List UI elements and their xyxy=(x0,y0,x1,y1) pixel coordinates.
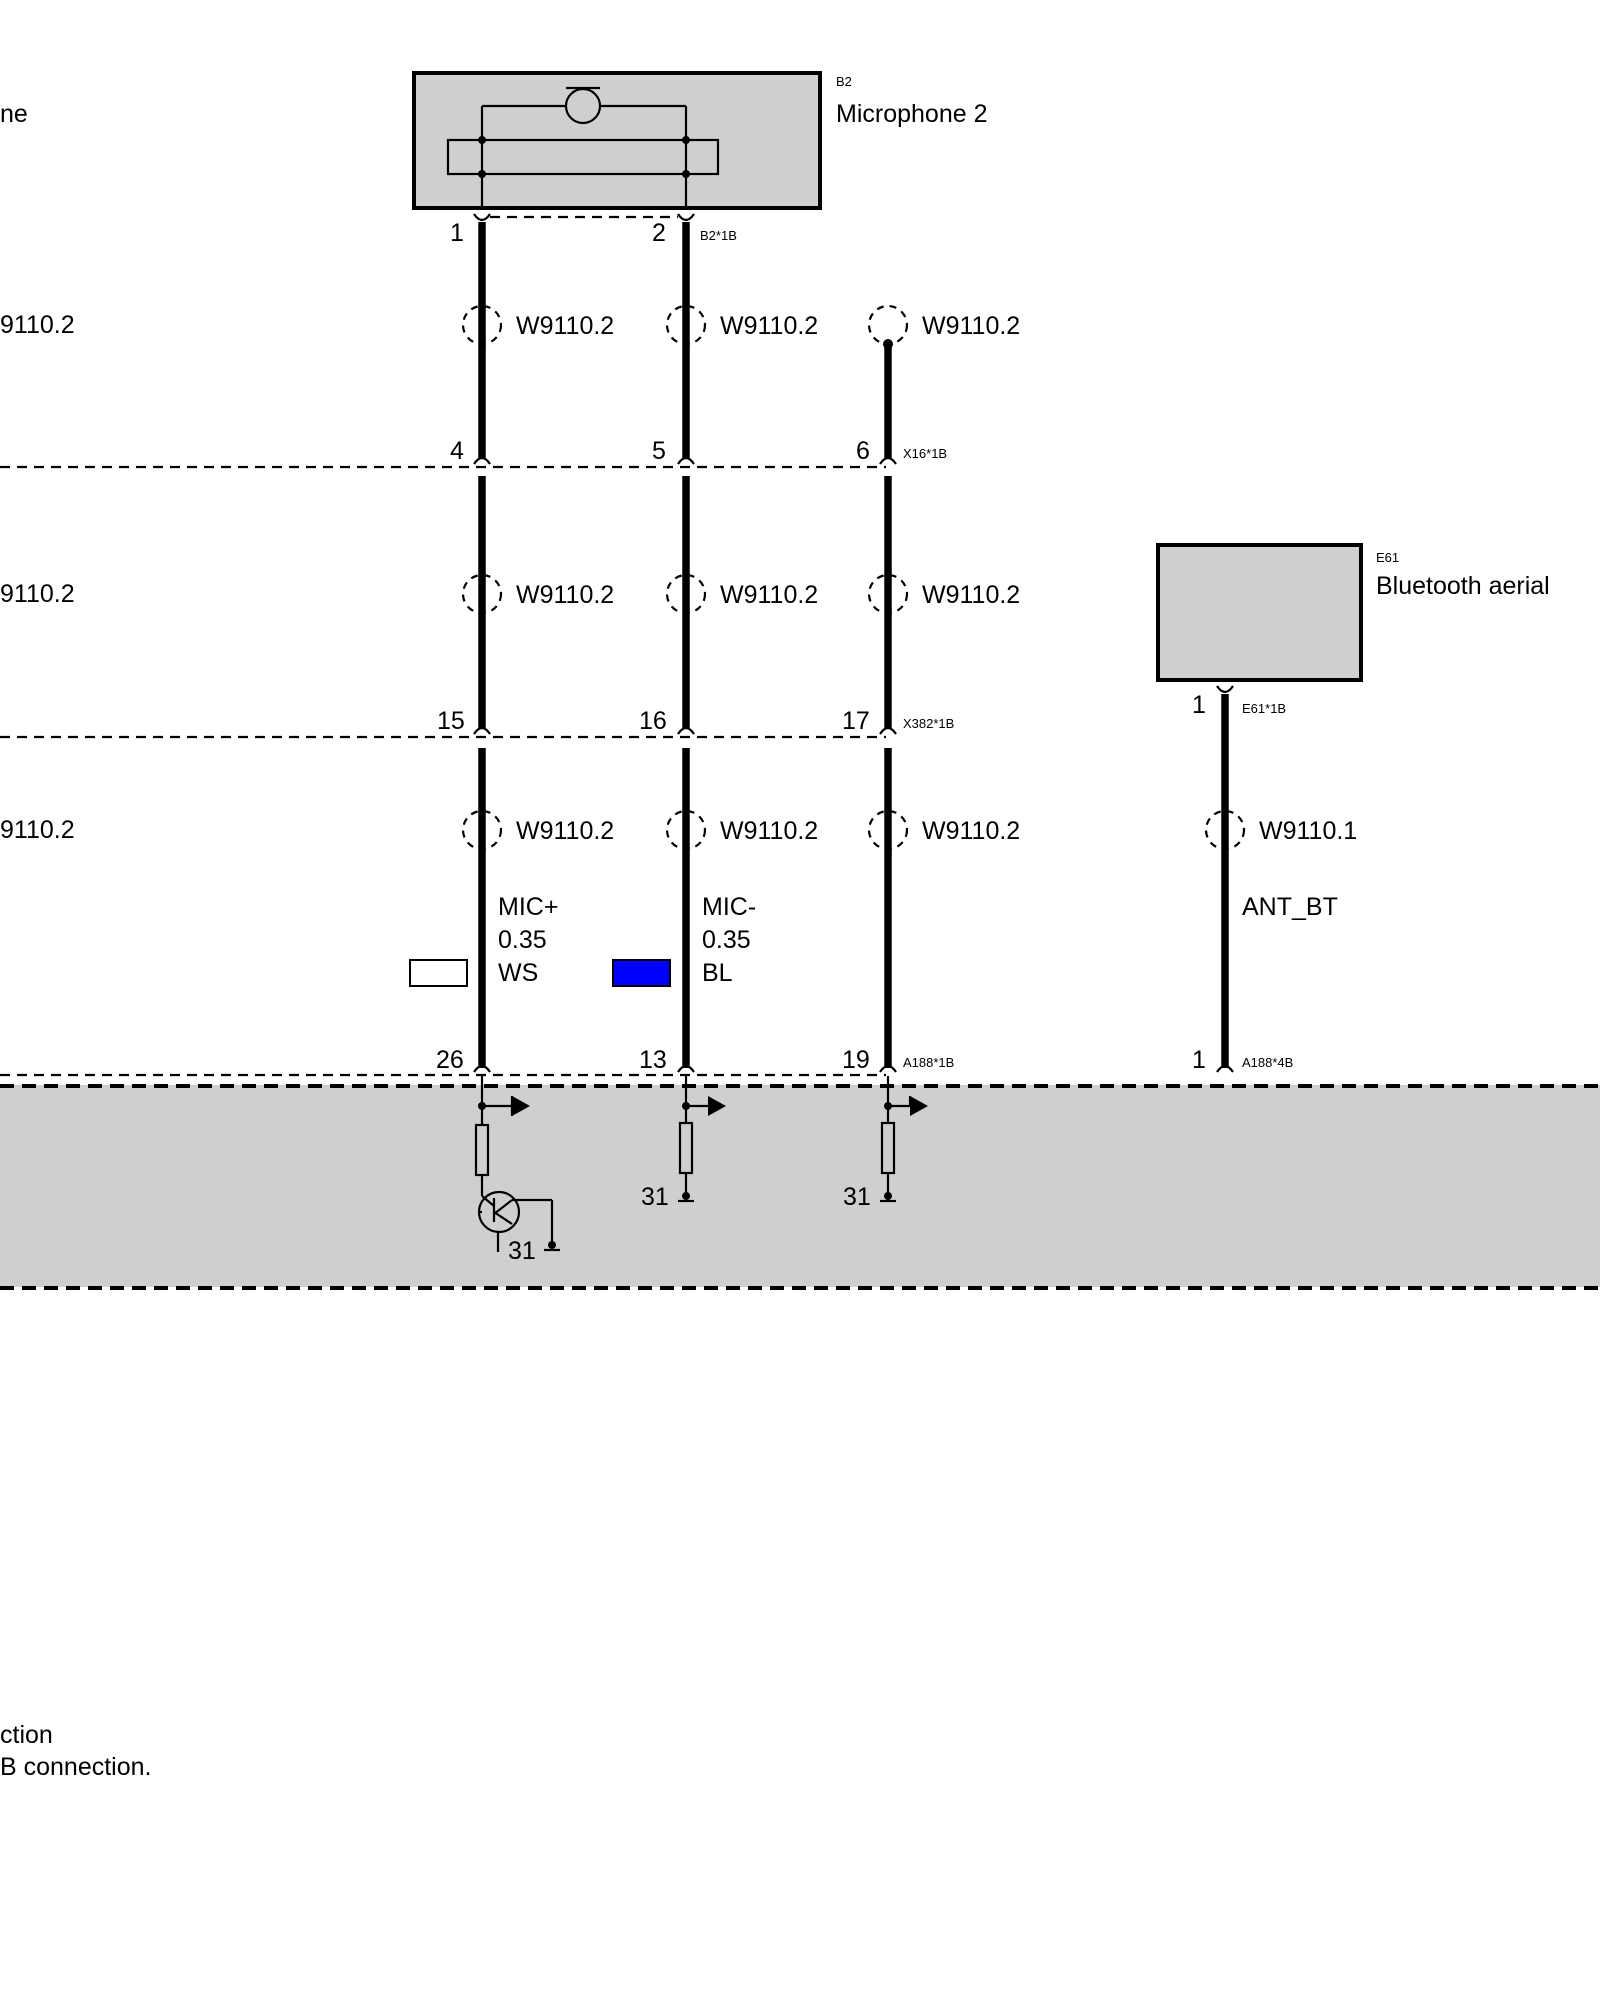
pin-number: 1 xyxy=(450,219,464,247)
internal-circuit-mic-minus xyxy=(678,1076,726,1203)
left-shield-label-partial: 9110.2 xyxy=(0,816,75,844)
pin-number: 1 xyxy=(1192,1046,1206,1074)
wire-color-swatch-blue xyxy=(612,959,671,987)
connector-code: A188*1B xyxy=(903,1055,954,1070)
connector-pin-symbol xyxy=(1216,1064,1234,1073)
pin-number: 2 xyxy=(652,219,666,247)
shield-label: W9110.2 xyxy=(922,581,1020,609)
wire-size-label: 0.35 xyxy=(702,926,751,954)
connector-pin-symbol xyxy=(677,1064,695,1073)
shield-label: W9110.2 xyxy=(516,581,614,609)
wire-color-label: BL xyxy=(702,959,733,987)
wire-color-label: WS xyxy=(498,959,538,987)
shield-label: W9110.2 xyxy=(720,817,818,845)
shield-symbol xyxy=(867,304,909,346)
connector-pin-symbol xyxy=(879,726,897,735)
connector-pin-symbol xyxy=(1216,685,1234,694)
microphone-name: Microphone 2 xyxy=(836,100,987,128)
shield-symbol xyxy=(665,809,707,851)
shield-symbol xyxy=(1204,809,1246,851)
pin-number: 1 xyxy=(1192,691,1206,719)
microphone-code: B2 xyxy=(836,74,852,89)
connector-code: B2*1B xyxy=(700,228,737,243)
pin-number: 17 xyxy=(842,707,870,735)
connector-pin-symbol xyxy=(677,726,695,735)
connector-pin-symbol xyxy=(879,456,897,465)
shield-symbol xyxy=(665,573,707,615)
arrow-icon xyxy=(512,1096,530,1116)
connector-code: X382*1B xyxy=(903,716,954,731)
note-partial: ction xyxy=(0,1721,53,1749)
wire-signal-label: MIC- xyxy=(702,893,756,921)
connector-pin-symbol xyxy=(473,213,491,222)
shield-symbol xyxy=(867,809,909,851)
connector-code: A188*4B xyxy=(1242,1055,1293,1070)
pin-number: 5 xyxy=(652,437,666,465)
arrow-icon xyxy=(910,1096,928,1116)
pin-number: 26 xyxy=(436,1046,464,1074)
shield-symbol xyxy=(867,573,909,615)
ground-label: 31 xyxy=(641,1183,669,1211)
shield-label: W9110.2 xyxy=(720,312,818,340)
pin-number: 6 xyxy=(856,437,870,465)
shield-symbol xyxy=(461,304,503,346)
left-component-name-partial: ne xyxy=(0,100,28,128)
connector-pin-symbol xyxy=(879,1064,897,1073)
wire-signal-label: MIC+ xyxy=(498,893,558,921)
ground-label: 31 xyxy=(508,1237,536,1265)
arrow-icon xyxy=(708,1096,726,1116)
ground-label: 31 xyxy=(843,1183,871,1211)
shield-label: W9110.2 xyxy=(516,312,614,340)
internal-circuit-mic-plus xyxy=(474,1076,560,1252)
note-partial: B connection. xyxy=(0,1753,152,1781)
connector-pin-symbol xyxy=(473,726,491,735)
connector-pin-symbol xyxy=(473,1064,491,1073)
connector-code: X16*1B xyxy=(903,446,947,461)
shield-label: W9110.2 xyxy=(720,581,818,609)
bluetooth-aerial-box xyxy=(1156,543,1363,682)
connector-pin-symbol xyxy=(677,213,695,222)
wire-signal-label: ANT_BT xyxy=(1242,893,1338,921)
connector-pin-symbol xyxy=(677,456,695,465)
pin-number: 16 xyxy=(639,707,667,735)
connector-pin-symbol xyxy=(473,456,491,465)
left-shield-label-partial: 9110.2 xyxy=(0,580,75,608)
wire-size-label: 0.35 xyxy=(498,926,547,954)
pin-number: 15 xyxy=(437,707,465,735)
shield-label: W9110.1 xyxy=(1259,817,1357,845)
microphone-component xyxy=(412,71,822,210)
left-shield-label-partial: 9110.2 xyxy=(0,311,75,339)
shield-symbol xyxy=(461,809,503,851)
pin-number: 19 xyxy=(842,1046,870,1074)
bluetooth-aerial-name: Bluetooth aerial xyxy=(1376,572,1550,600)
pin-number: 4 xyxy=(450,437,464,465)
internal-circuit-pin-19 xyxy=(880,1076,928,1203)
shield-label: W9110.2 xyxy=(516,817,614,845)
shield-label: W9110.2 xyxy=(922,817,1020,845)
shield-symbol xyxy=(461,573,503,615)
shield-symbol xyxy=(665,304,707,346)
wire-color-swatch-white xyxy=(409,959,468,987)
a188-control-unit-box xyxy=(0,1085,1600,1287)
pin-number: 13 xyxy=(639,1046,667,1074)
bluetooth-aerial-code: E61 xyxy=(1376,550,1399,565)
shield-label: W9110.2 xyxy=(922,312,1020,340)
connector-code: E61*1B xyxy=(1242,701,1286,716)
